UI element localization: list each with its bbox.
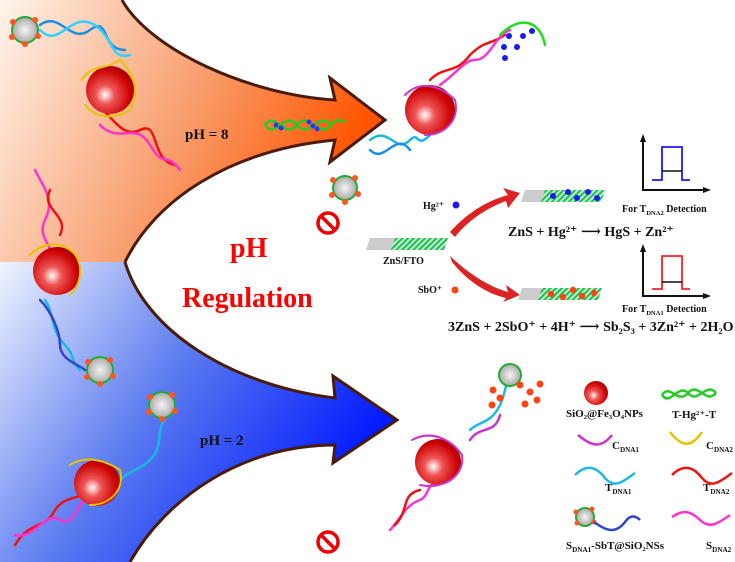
sbo-ion-marker bbox=[451, 286, 459, 294]
electrode-hgs bbox=[521, 189, 605, 202]
legend-sdna2: SDNA2 bbox=[706, 540, 732, 555]
legend-cdna2: CDNA2 bbox=[706, 440, 733, 455]
equation-sb: 3ZnS + 2SbO⁺ + 4H⁺ ⟶ Sb₂S₃ + 3Zn²⁺ + 2H₂… bbox=[448, 320, 734, 335]
detection-label-top: For TDNA2 Detection bbox=[622, 204, 707, 217]
signal-plot-bottom bbox=[640, 244, 711, 299]
ph8-label: pH = 8 bbox=[185, 127, 229, 143]
red-arrow-up bbox=[450, 188, 520, 237]
ph8-arrow bbox=[0, 0, 385, 262]
title-ph: pH bbox=[230, 233, 268, 264]
legend-sphere: SiO₂@Fe₃O₄NPs bbox=[566, 408, 643, 420]
hg-ions-released bbox=[501, 28, 535, 61]
electrode-zns-fto bbox=[366, 238, 448, 250]
prohibited-icon bbox=[316, 211, 340, 554]
hg-ion-label: Hg²⁺ bbox=[423, 201, 445, 212]
nanosheets bbox=[9, 16, 522, 422]
equation-hg: ZnS + Hg²⁺ ⟶ HgS + Zn²⁺ bbox=[508, 225, 674, 240]
legend-tdna1: TDNA1 bbox=[605, 482, 632, 497]
legend-cdna1: CDNA1 bbox=[612, 440, 639, 455]
ph2-label: pH = 2 bbox=[200, 433, 244, 449]
title-regulation: Regulation bbox=[182, 283, 313, 314]
red-arrow-down bbox=[450, 256, 520, 302]
sbo-ions-released bbox=[488, 380, 544, 409]
signal-plot-top bbox=[640, 134, 711, 193]
sphere-nps bbox=[33, 66, 461, 506]
legend-thgt: T-Hg²⁺-T bbox=[672, 409, 717, 421]
electrode-label: ZnS/FTO bbox=[383, 256, 424, 267]
legend-sdna1: SDNA1-SbT@SiO₂NSs bbox=[566, 540, 665, 555]
sbo-ion-label: SbO⁺ bbox=[418, 285, 443, 296]
electrode-sb2s3 bbox=[518, 286, 602, 301]
legend-tdna2: TDNA2 bbox=[703, 482, 730, 497]
detection-label-bottom: For TDNA1 Detection bbox=[622, 304, 707, 317]
legend-graphics bbox=[573, 381, 733, 532]
hg-ion-marker bbox=[452, 201, 460, 209]
